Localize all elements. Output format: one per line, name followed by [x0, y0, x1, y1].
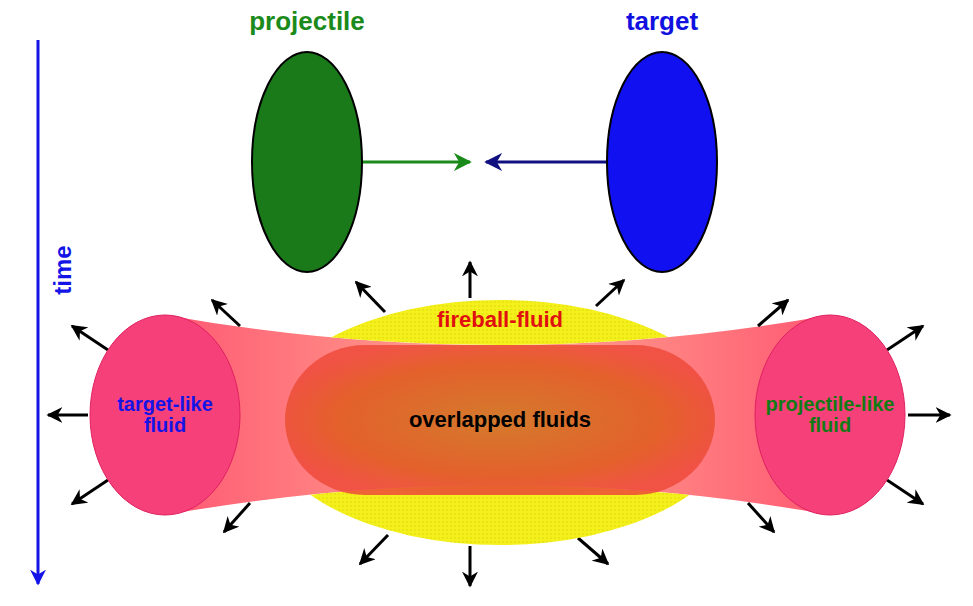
node-label: fireball-fluid: [437, 308, 563, 331]
projectile-nucleus: projectile: [232, 4, 382, 276]
projectile-like-fluid-cap: projectile-like fluid: [755, 315, 905, 515]
node-label: target-like fluid: [100, 394, 230, 436]
overlap-region: overlapped fluids: [285, 345, 715, 495]
expansion-arrows: [48, 262, 950, 586]
projectile-nucleus-outline: [232, 4, 382, 276]
target-nucleus: target: [587, 4, 737, 276]
time-label: time: [48, 245, 76, 294]
target-nucleus-outline: [587, 4, 737, 276]
projectile-motion-arrow: [362, 161, 470, 164]
node-label: target: [626, 8, 698, 35]
time-axis: [37, 40, 40, 584]
target-like-fluid-cap: target-like fluid: [90, 315, 240, 515]
node-label: projectile: [249, 8, 365, 35]
fireball-fluid-region: fireball-fluid overlapped fluids: [265, 300, 735, 545]
node-label: overlapped fluids: [409, 408, 591, 431]
node-label: projectile-like fluid: [762, 394, 898, 436]
target-motion-arrow: [486, 161, 607, 164]
